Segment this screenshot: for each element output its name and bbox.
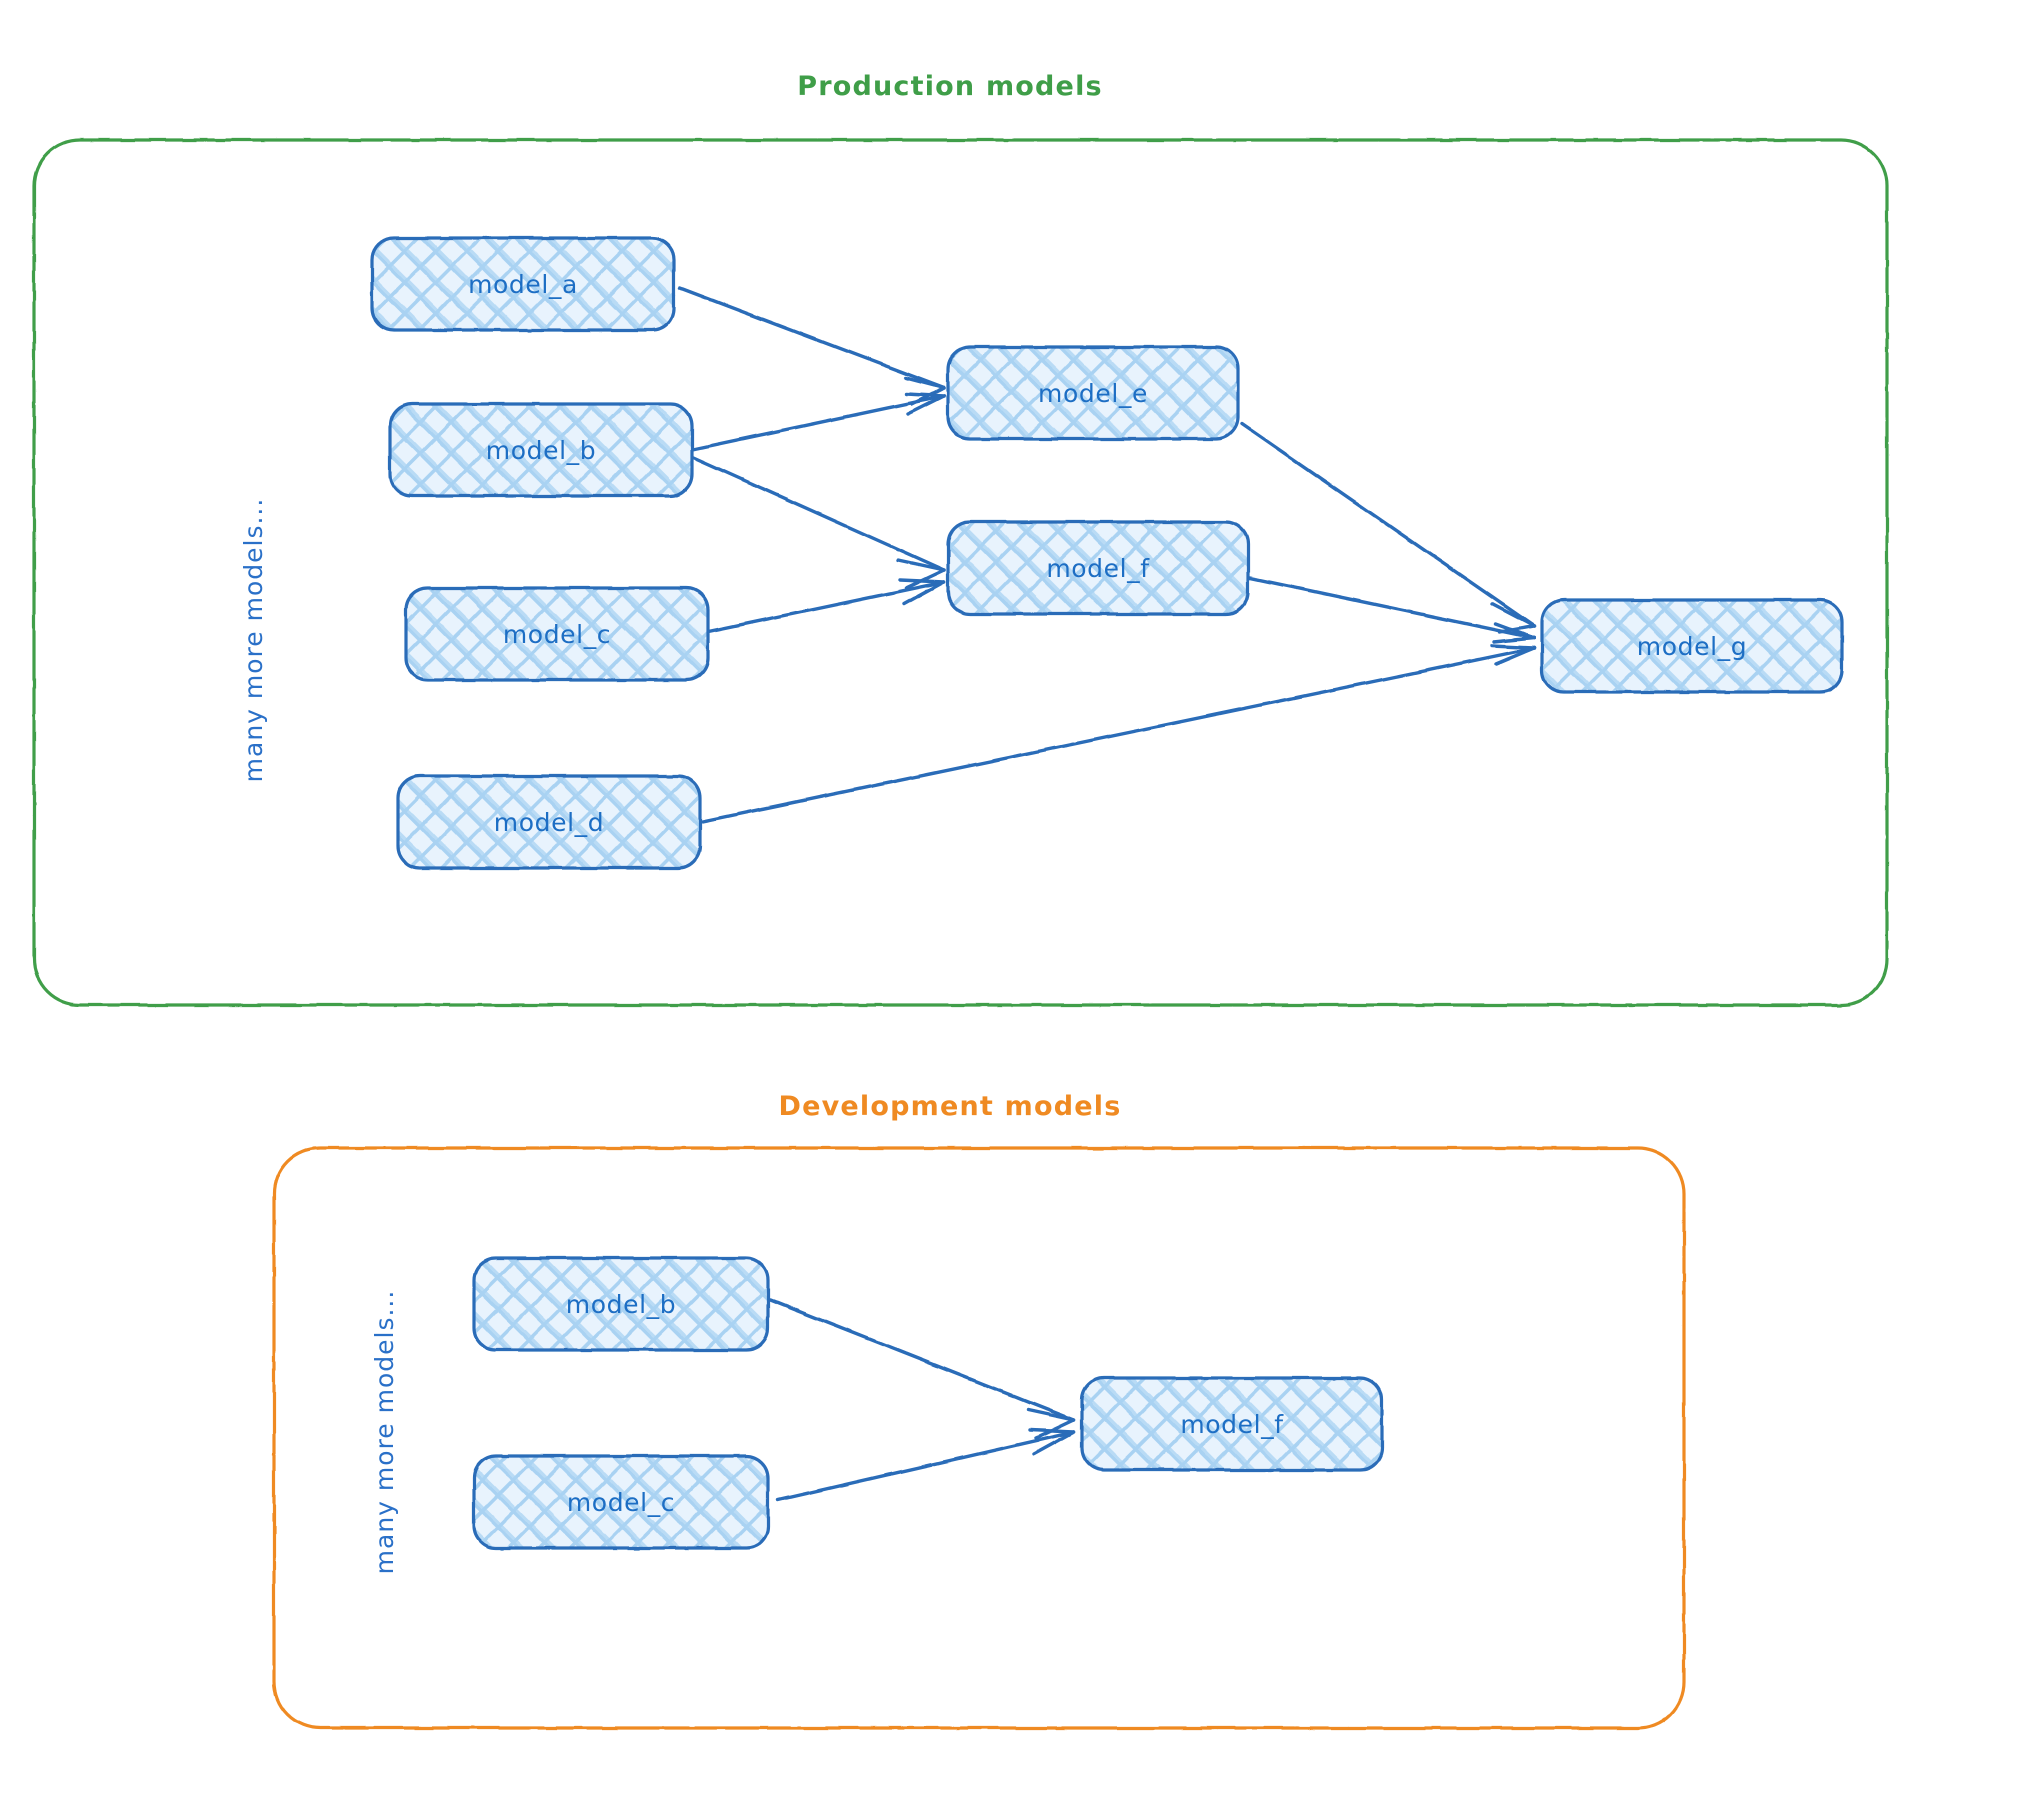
edge-model_e-to-model_g [1240,422,1536,634]
development-side-note: many more models... [370,1290,399,1575]
edge-dev_model_c-to-dev_model_f [776,1428,1076,1502]
node-model_e[interactable]: model_e [946,345,1240,441]
development-group-border [272,1146,1686,1730]
production-group-border [32,138,1889,1007]
production-side-note: many more models... [239,498,268,783]
node-label-model_f: model_f [1046,554,1150,583]
edge-dev_model_b-to-dev_model_f [768,1298,1076,1440]
node-model_c[interactable]: model_c [404,586,710,682]
node-model_g[interactable]: model_g [1540,598,1844,694]
node-label-dev_model_b: model_b [566,1290,676,1319]
production-edges [678,286,1536,824]
development-group-title: Development models [779,1091,1122,1122]
development-group: Development models many more models... [272,1091,1686,1730]
edge-model_a-to-model_e [678,286,946,406]
node-label-model_a: model_a [468,270,578,299]
node-label-dev_model_c: model_c [567,1488,675,1517]
node-label-model_c: model_c [503,620,611,649]
node-model_a[interactable]: model_a [370,236,676,332]
node-label-model_e: model_e [1038,379,1148,408]
node-dev_model_f[interactable]: model_f [1080,1376,1384,1472]
node-dev_model_b[interactable]: model_b [472,1256,770,1352]
node-dev_model_c[interactable]: model_c [472,1454,770,1550]
production-group: Production models many more models... [32,71,1889,1007]
edge-model_b-to-model_e [688,392,946,452]
node-label-model_d: model_d [494,808,604,837]
development-edges [768,1298,1076,1502]
edge-model_c-to-model_f [704,578,946,634]
node-label-model_g: model_g [1637,632,1747,661]
node-label-model_b: model_b [486,436,596,465]
node-model_f[interactable]: model_f [946,520,1250,616]
edge-model_f-to-model_g [1248,576,1536,644]
node-label-dev_model_f: model_f [1180,1410,1284,1439]
production-group-title: Production models [797,71,1103,102]
edge-model_d-to-model_g [698,644,1536,824]
node-model_b[interactable]: model_b [388,402,694,498]
node-model_d[interactable]: model_d [396,774,702,870]
edge-model_b-to-model_f [688,454,946,590]
